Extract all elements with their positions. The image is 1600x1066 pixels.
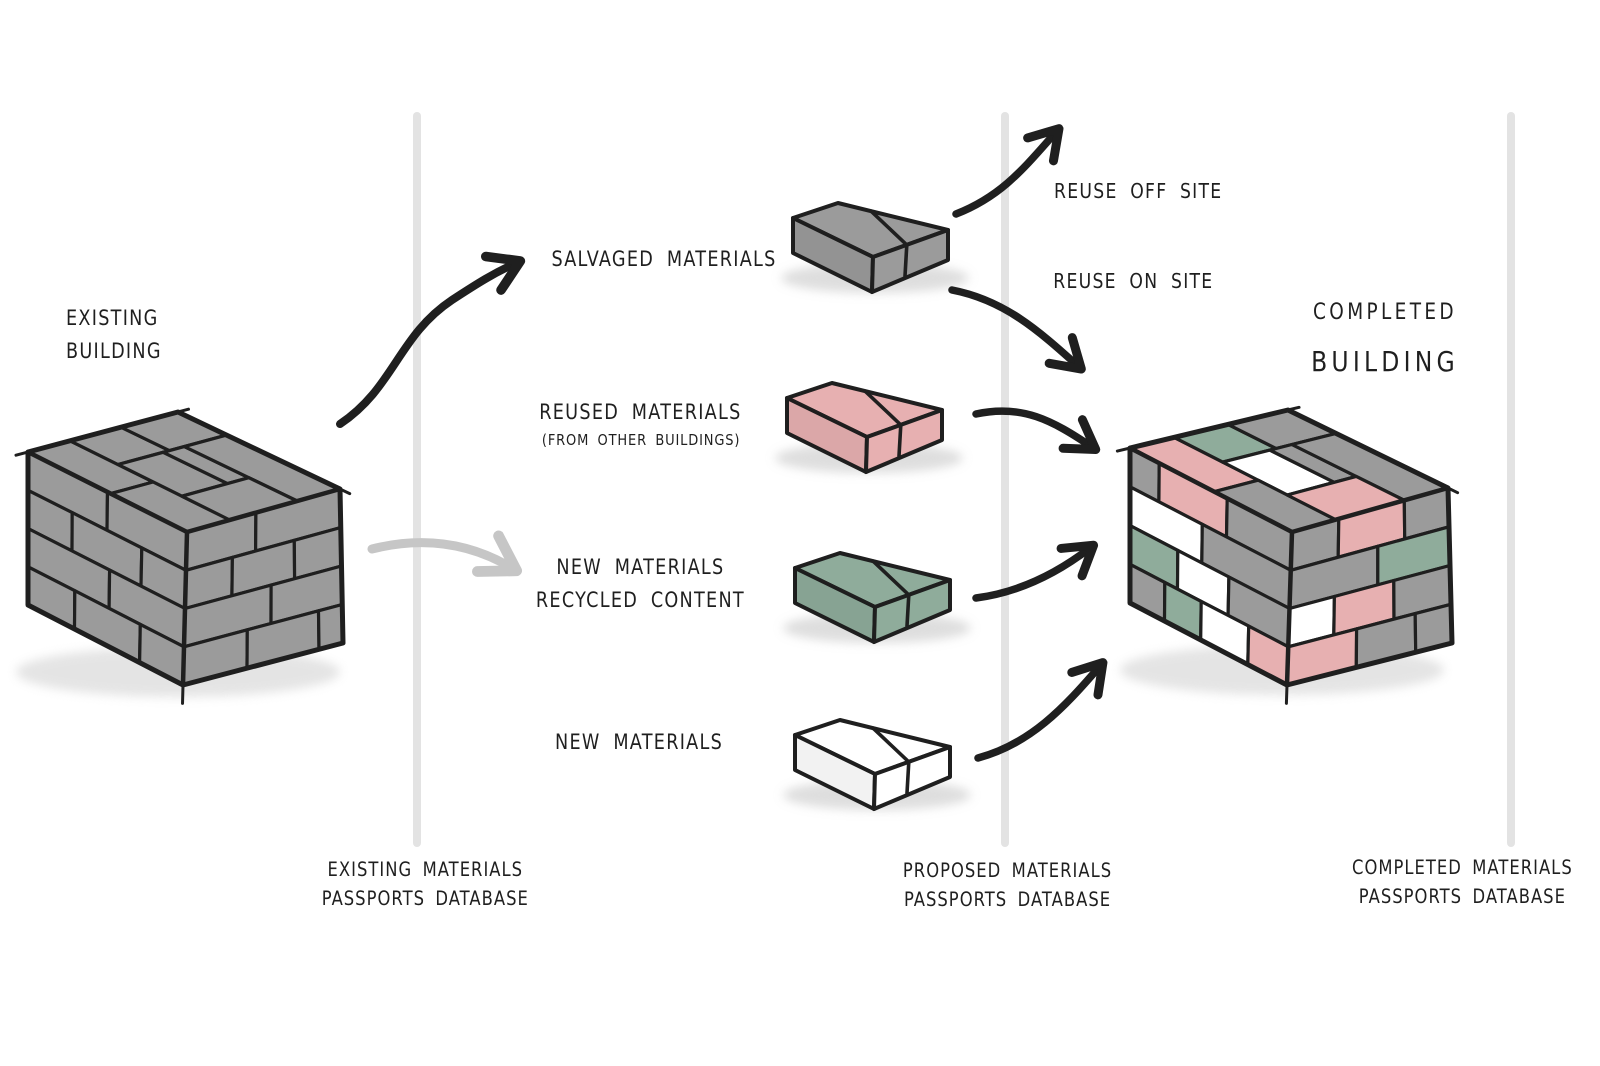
arrow-existing-to-new-recycled (367, 530, 523, 577)
building-front-edge (180, 529, 190, 688)
arrow-new-to-building (974, 658, 1108, 762)
existing-building-label: EXISTING BUILDING (66, 306, 162, 363)
slab-joint-line (863, 389, 903, 427)
arrow-salvaged-to-reuse-off-site (952, 124, 1064, 218)
new-materials-recycled-label: NEW MATERIALS RECYCLED CONTENT (535, 555, 745, 612)
corner-tick (1280, 405, 1301, 414)
flow-arrows (336, 124, 1108, 762)
slab-joint-line (871, 559, 911, 597)
existing-building-drawing (14, 407, 352, 705)
corner-tick (1441, 484, 1460, 495)
slab-shade-overlay (795, 735, 875, 809)
arrow-existing-to-salvaged (336, 251, 526, 428)
slab-joint-line (871, 726, 911, 764)
database-line-completed (1507, 112, 1515, 847)
slab-shade-overlay (793, 218, 873, 292)
completed-building-drawing (1115, 405, 1460, 705)
reuse-off-site-label: REUSE OFF SITE (1053, 179, 1223, 203)
database-label-proposed: PROPOSED MATERIALS PASSPORTS DATABASE (903, 859, 1113, 912)
slab-shade-overlay (787, 398, 867, 472)
arrow-reused-to-building (972, 407, 1101, 455)
slab-joint-line (903, 243, 909, 278)
reused-materials-sublabel: (FROM OTHER BUILDINGS) (541, 431, 741, 449)
material-slab-face (864, 408, 944, 474)
corner-tick (14, 448, 36, 457)
slab-joint-line (869, 209, 909, 247)
corner-tick (1284, 680, 1289, 705)
slab-joint-line (905, 760, 911, 795)
material-slab-face (870, 228, 950, 294)
material-slab-face (872, 578, 952, 644)
database-line-existing (413, 112, 421, 847)
slab-joint-line (905, 593, 911, 628)
building-front-edge (1284, 529, 1295, 688)
material-slab-face (872, 745, 952, 811)
arrow-salvaged-to-building-reuse-on-site (948, 286, 1086, 374)
salvaged-materials-label: SALVAGED MATERIALS (551, 247, 777, 271)
slab-shade-overlay (795, 568, 875, 642)
database-label-existing: EXISTING MATERIALS PASSPORTS DATABASE (321, 858, 529, 911)
corner-tick (1115, 444, 1138, 453)
reused-materials-label: REUSED MATERIALS (538, 400, 742, 424)
database-label-completed: COMPLETED MATERIALS PASSPORTS DATABASE (1351, 856, 1573, 909)
arrow-new-recycled-to-building (972, 540, 1099, 602)
reuse-on-site-label: REUSE ON SITE (1052, 269, 1214, 293)
corner-tick (333, 485, 352, 496)
corner-tick (170, 407, 190, 416)
corner-tick (181, 680, 185, 705)
material-slabs (785, 201, 952, 811)
slab-joint-line (897, 423, 903, 458)
database-line-proposed (1001, 112, 1009, 847)
new-materials-label: NEW MATERIALS (554, 730, 724, 754)
